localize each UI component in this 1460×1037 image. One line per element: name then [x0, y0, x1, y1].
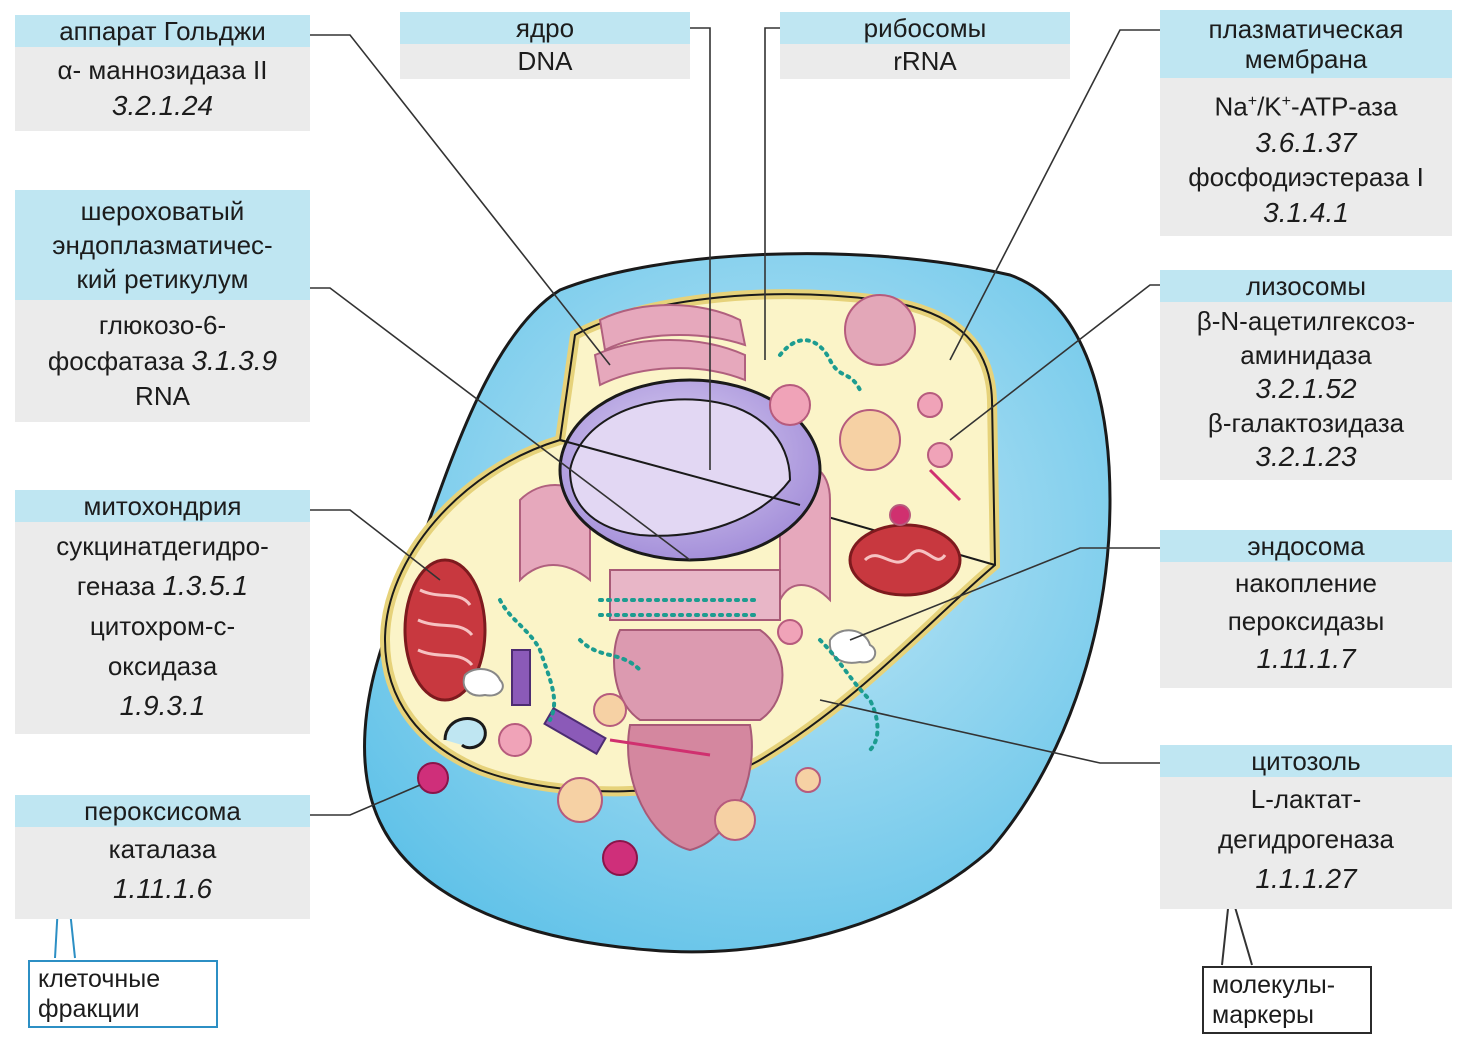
rough-er-rna: RNA [15, 379, 310, 414]
label-cytosol: цитозоль L-лактат- дегидрогеназа 1.1.1.2… [1160, 745, 1452, 909]
endosome-title: эндосома [1160, 530, 1452, 562]
plasma-membrane-body: Na+/K+-ATP-аза 3.6.1.37 фосфодиэстераза … [1160, 78, 1452, 236]
lysosomes-ec-2: 3.2.1.23 [1160, 440, 1452, 474]
cytosol-title: цитозоль [1160, 745, 1452, 777]
lysosomes-enzyme-1b: аминидаза [1160, 338, 1452, 372]
golgi-enzyme: α- маннозидаза II [15, 53, 310, 88]
nucleus-title: ядро [400, 12, 690, 44]
label-rough-er: шероховатый эндоплазматичес- кий ретикул… [15, 190, 310, 422]
lysosomes-enzyme-1a: β-N-ацетилгексоз- [1160, 304, 1452, 338]
golgi-body: α- маннозидаза II 3.2.1.24 [15, 47, 310, 131]
legend-cell-fractions-line-1: клеточные [38, 964, 208, 994]
plasma-membrane-title-2: мембрана [1160, 44, 1452, 74]
golgi-title: аппарат Гольджи [15, 15, 310, 47]
peroxisome-body: каталаза 1.11.1.6 [15, 827, 310, 919]
mitochondria-enzyme-2b: оксидаза [15, 646, 310, 686]
lysosomes-ec-1: 3.2.1.52 [1160, 372, 1452, 406]
label-endosome: эндосома накопление пероксидазы 1.11.1.7 [1160, 530, 1452, 688]
endosome-ec: 1.11.1.7 [1160, 640, 1452, 678]
mitochondria-enzyme-1b: геназа 1.3.5.1 [15, 566, 310, 606]
cytosol-body: L-лактат- дегидрогеназа 1.1.1.27 [1160, 777, 1452, 909]
label-mitochondria: митохондрия сукцинатдегидро- геназа 1.3.… [15, 490, 310, 734]
rough-er-title-1: шероховатый [15, 194, 310, 228]
cytosol-ec: 1.1.1.27 [1160, 859, 1452, 899]
cytosol-enzyme-1: L-лактат- [1160, 779, 1452, 819]
cytosol-enzyme-2: дегидрогеназа [1160, 819, 1452, 859]
mitochondria-body: сукцинатдегидро- геназа 1.3.5.1 цитохром… [15, 522, 310, 734]
plasma-membrane-enzyme-2: фосфодиэстераза I [1160, 160, 1452, 195]
plasma-membrane-ec-2: 3.1.4.1 [1160, 195, 1452, 230]
mitochondria-title: митохондрия [15, 490, 310, 522]
mitochondria-enzyme-2a: цитохром-с- [15, 606, 310, 646]
ribosomes-title: рибосомы [780, 12, 1070, 44]
mitochondria-ec-2: 1.9.3.1 [15, 686, 310, 726]
label-golgi: аппарат Гольджи α- маннозидаза II 3.2.1.… [15, 15, 310, 131]
plasma-membrane-title: плазматическая мембрана [1160, 10, 1452, 78]
rough-er-enzyme-2: фосфатаза 3.1.3.9 [15, 343, 310, 379]
rough-er-body: глюкозо-6- фосфатаза 3.1.3.9 RNA [15, 300, 310, 422]
label-peroxisome: пероксисома каталаза 1.11.1.6 [15, 795, 310, 919]
plasma-membrane-enzyme-1: Na+/K+-ATP-аза [1160, 84, 1452, 125]
endosome-body: накопление пероксидазы 1.11.1.7 [1160, 562, 1452, 688]
peroxisome-title: пероксисома [15, 795, 310, 827]
rough-er-ec: 3.1.3.9 [191, 345, 277, 376]
label-lysosomes: лизосомы β-N-ацетилгексоз- аминидаза 3.2… [1160, 270, 1452, 480]
endosome-line-1: накопление [1160, 564, 1452, 602]
lysosomes-enzyme-2: β-галактозидаза [1160, 406, 1452, 440]
rough-er-title-3: кий ретикулум [15, 262, 310, 296]
label-nucleus: ядро DNA [400, 12, 690, 79]
peroxisome-ec: 1.11.1.6 [15, 869, 310, 909]
legend-markers-line-2: маркеры [1212, 1000, 1362, 1030]
golgi-ec: 3.2.1.24 [15, 88, 310, 123]
legend-cell-fractions-line-2: фракции [38, 994, 208, 1024]
legend-cell-fractions: клеточные фракции [28, 960, 218, 1028]
rough-er-enzyme-1: глюкозо-6- [15, 308, 310, 343]
lysosomes-body: β-N-ацетилгексоз- аминидаза 3.2.1.52 β-г… [1160, 302, 1452, 480]
peroxisome-enzyme: каталаза [15, 829, 310, 869]
label-ribosomes: рибосомы rRNA [780, 12, 1070, 79]
mitochondrion-right [850, 525, 960, 595]
label-plasma-membrane: плазматическая мембрана Na+/K+-ATP-аза 3… [1160, 10, 1452, 236]
plasma-membrane-ec-1: 3.6.1.37 [1160, 125, 1452, 160]
mitochondria-ec-1: 1.3.5.1 [162, 570, 248, 601]
lysosomes-title: лизосомы [1160, 270, 1452, 302]
ribosomes-rrna: rRNA [780, 44, 1070, 79]
rough-er-title: шероховатый эндоплазматичес- кий ретикул… [15, 190, 310, 300]
rough-er-title-2: эндоплазматичес- [15, 228, 310, 262]
endosome-line-2: пероксидазы [1160, 602, 1452, 640]
plasma-membrane-title-1: плазматическая [1160, 14, 1452, 44]
nucleus-dna: DNA [400, 44, 690, 79]
mitochondria-enzyme-1a: сукцинатдегидро- [15, 526, 310, 566]
legend-markers-line-1: молекулы- [1212, 970, 1362, 1000]
legend-markers: молекулы- маркеры [1202, 966, 1372, 1034]
